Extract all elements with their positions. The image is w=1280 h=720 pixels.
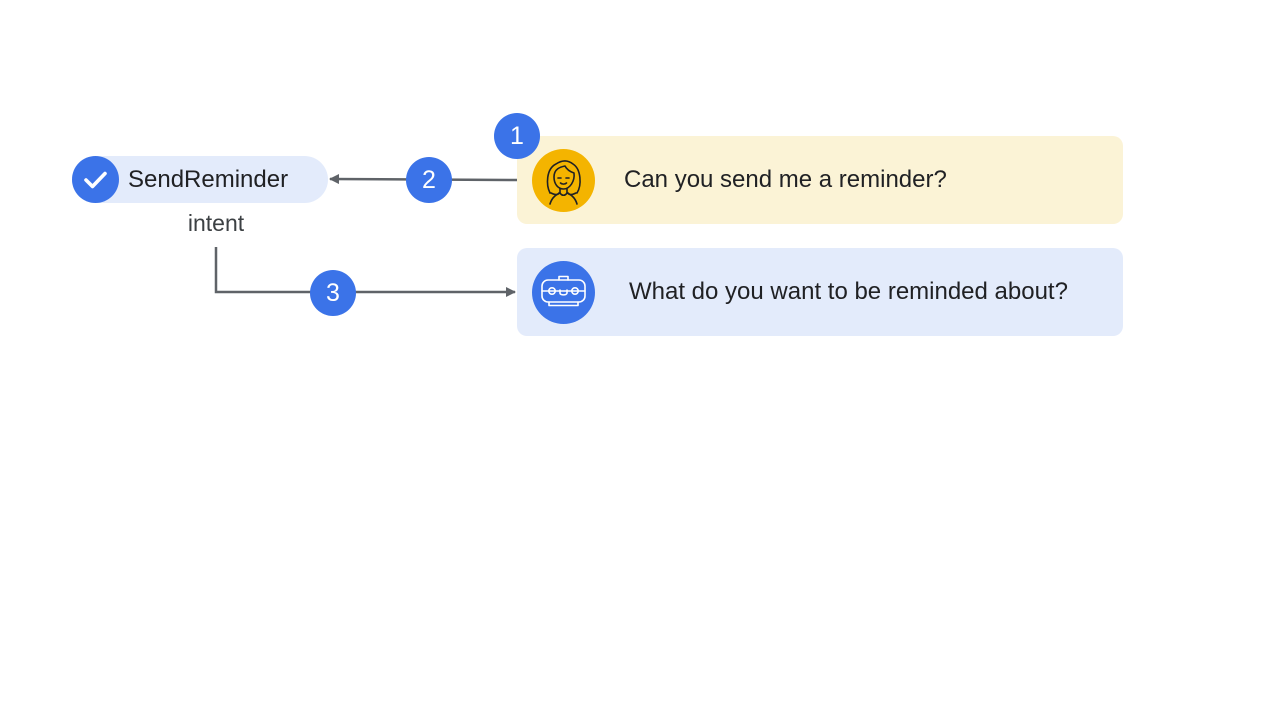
step-badge-3: 3: [310, 270, 356, 316]
user-message-bubble: Can you send me a reminder?: [517, 136, 1123, 224]
intent-name: SendReminder: [128, 166, 289, 193]
step-badge-2: 2: [406, 157, 452, 203]
user-message-text: Can you send me a reminder?: [624, 166, 947, 193]
woman-avatar-icon: [532, 149, 595, 212]
intent-caption: intent: [187, 210, 245, 236]
check-icon: [72, 156, 119, 203]
agent-message-text: What do you want to be reminded about?: [629, 278, 1068, 305]
step-badge-1: 1: [494, 113, 540, 159]
intent-pill: SendReminder: [72, 156, 328, 203]
agent-message-bubble: What do you want to be reminded about?: [517, 248, 1123, 336]
arrow-intent-to-agent: [214, 247, 516, 297]
robot-avatar-icon: [532, 261, 595, 324]
